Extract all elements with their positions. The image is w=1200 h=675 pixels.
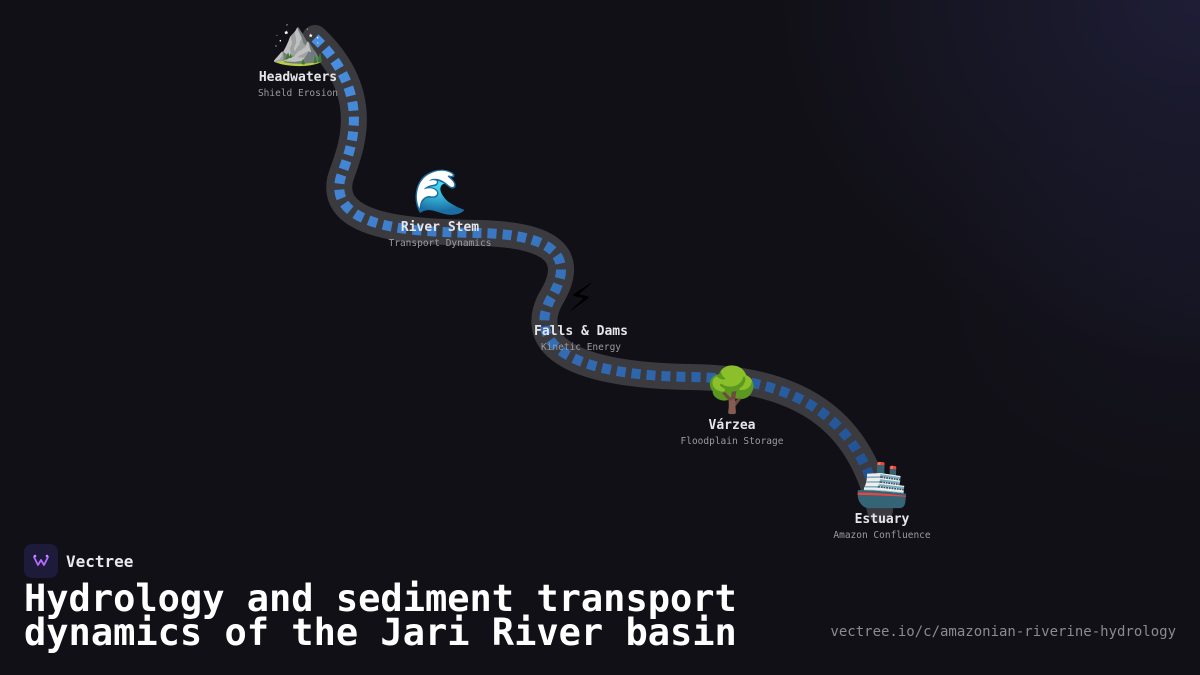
title-line-2: dynamics of the Jari River basin bbox=[24, 611, 737, 654]
stage-subtitle: Amazon Confluence bbox=[833, 530, 931, 541]
river-flow bbox=[311, 34, 885, 512]
stage-name: River Stem bbox=[400, 220, 480, 235]
brand-name: Vectree bbox=[66, 551, 134, 571]
stage-name: Estuary bbox=[854, 512, 910, 527]
footer-url[interactable]: vectree.io/c/amazonian-riverine-hydrolog… bbox=[830, 624, 1176, 640]
stage-name: Várzea bbox=[708, 418, 756, 433]
stage-name: Falls & Dams bbox=[534, 324, 628, 339]
brand: Vectree bbox=[24, 544, 133, 578]
lightning-icon: ⚡ bbox=[567, 271, 595, 322]
ship-icon: 🚢 bbox=[854, 459, 910, 510]
wave-icon: 🌊 bbox=[412, 167, 468, 218]
vectree-logo-icon bbox=[24, 544, 58, 578]
stage-subtitle: Transport Dynamics bbox=[388, 238, 492, 249]
stage-subtitle: Kinetic Energy bbox=[540, 342, 622, 353]
stage-subtitle: Shield Erosion bbox=[257, 88, 339, 99]
title-line-1: Hydrology and sediment transport bbox=[24, 577, 737, 620]
stage-subtitle: Floodplain Storage bbox=[680, 436, 784, 447]
page-title: Hydrology and sediment transport dynamic… bbox=[24, 577, 784, 654]
tree-icon: 🌳 bbox=[704, 365, 760, 416]
stage-falls-dams: ⚡ Falls & Dams Kinetic Energy bbox=[471, 271, 691, 354]
stage-headwaters: ⛰️ Headwaters Shield Erosion bbox=[188, 17, 408, 100]
stage-varzea: 🌳 Várzea Floodplain Storage bbox=[622, 365, 842, 448]
stage-estuary: 🚢 Estuary Amazon Confluence bbox=[772, 459, 992, 542]
stage-river-stem: 🌊 River Stem Transport Dynamics bbox=[330, 167, 550, 250]
mountain-icon: ⛰️ bbox=[270, 17, 326, 68]
stage-name: Headwaters bbox=[258, 70, 338, 85]
